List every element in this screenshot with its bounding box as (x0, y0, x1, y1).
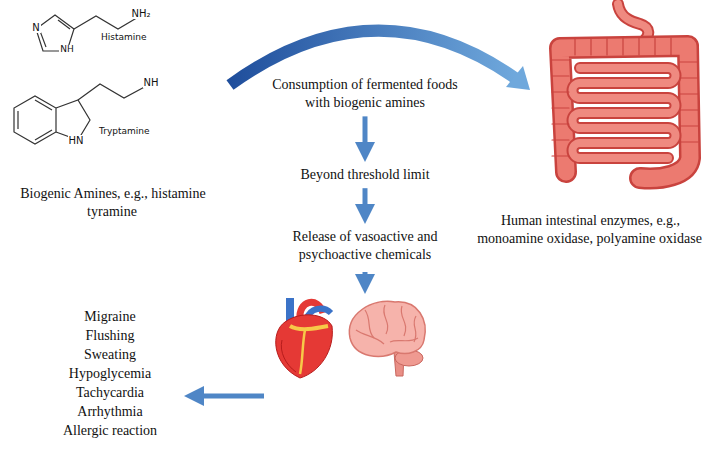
label-holder: Migraine (25, 308, 195, 326)
atom-label: HN (68, 135, 85, 146)
colon-fold (590, 38, 591, 55)
label-holder: Human intestinal enzymes, e.g., monoamin… (476, 212, 704, 248)
compound-name: Histamine (100, 33, 148, 43)
colon-fold (680, 141, 698, 142)
compound-name: Tryptamine (98, 127, 150, 137)
label-holder: Tachycardia (25, 384, 195, 402)
flow-step: Beyond threshold limit (272, 166, 458, 184)
colon-fold (680, 77, 698, 78)
colon-fold (680, 125, 698, 126)
symptom-item: Sweating (83, 347, 137, 362)
small-intestine (573, 68, 676, 158)
colon-fold (552, 155, 569, 156)
colon-fold (622, 38, 623, 55)
connector-layer (365, 116, 366, 208)
label-holder: HN (64, 135, 88, 146)
atom-label: NH₂ (130, 8, 151, 19)
caption-text: Biogenic Amines, e.g., histamine tyramin… (19, 186, 205, 219)
label-holder: NH (57, 45, 77, 55)
flow-arrow (363, 188, 368, 208)
label-holder: NH₂ (127, 8, 155, 19)
brain-illustration (349, 301, 425, 376)
flow-step: Release of vasoactive and psychoactive c… (272, 228, 458, 264)
colon-fold (574, 38, 575, 55)
colon-fold (638, 38, 639, 55)
symptom-item: Flushing (84, 328, 135, 343)
label-holder: Flushing (25, 327, 195, 345)
colon-fold (552, 91, 569, 92)
colon-fold (552, 59, 569, 60)
flow-step: Consumption of fermented foods with biog… (272, 76, 458, 112)
symptom-item: Allergic reaction (62, 423, 158, 438)
label-holder: Sweating (25, 346, 195, 364)
small-intestine (573, 68, 676, 158)
atom-label: NH (143, 77, 160, 88)
label-holder: Allergic reaction (25, 422, 195, 440)
symptom-item: Migraine (83, 309, 136, 324)
symptom-item: Hypoglycemia (68, 366, 152, 381)
colon-fold (680, 61, 698, 62)
flow-arrow (363, 272, 368, 278)
label-holder: N (28, 22, 44, 33)
step-text: Consumption of fermented foods with biog… (272, 76, 458, 112)
colon-fold (606, 38, 607, 55)
symptom-arrow (200, 394, 264, 399)
colon-fold (680, 93, 698, 94)
atom-label: N (31, 22, 40, 33)
colon-fold (670, 38, 671, 55)
symptom-item: Tachycardia (75, 385, 145, 400)
label-holder: Histamine (100, 33, 164, 43)
label-holder: Hypoglycemia (25, 365, 195, 383)
symptom-item: Arrhythmia (76, 404, 143, 419)
colon-fold (552, 107, 569, 108)
flow-arrow (363, 116, 368, 146)
step-text: Beyond threshold limit (272, 166, 458, 184)
colon-fold (552, 123, 569, 124)
colon-fold (552, 139, 569, 140)
label-holder: Arrhythmia (25, 403, 195, 421)
step-text: Release of vasoactive and psychoactive c… (272, 228, 458, 264)
colon-fold (680, 109, 698, 110)
heart-illustration (276, 298, 333, 378)
label-holder: NH (139, 77, 163, 88)
colon-fold (552, 75, 569, 76)
atom-label: NH (59, 45, 75, 55)
colon-fold (654, 38, 655, 55)
label-holder: Tryptamine (98, 127, 164, 137)
label-holder: Biogenic Amines, e.g., histamine tyramin… (10, 185, 215, 221)
intestine-illustration (552, 4, 698, 178)
caption-text: Human intestinal enzymes, e.g., monoamin… (477, 213, 703, 246)
